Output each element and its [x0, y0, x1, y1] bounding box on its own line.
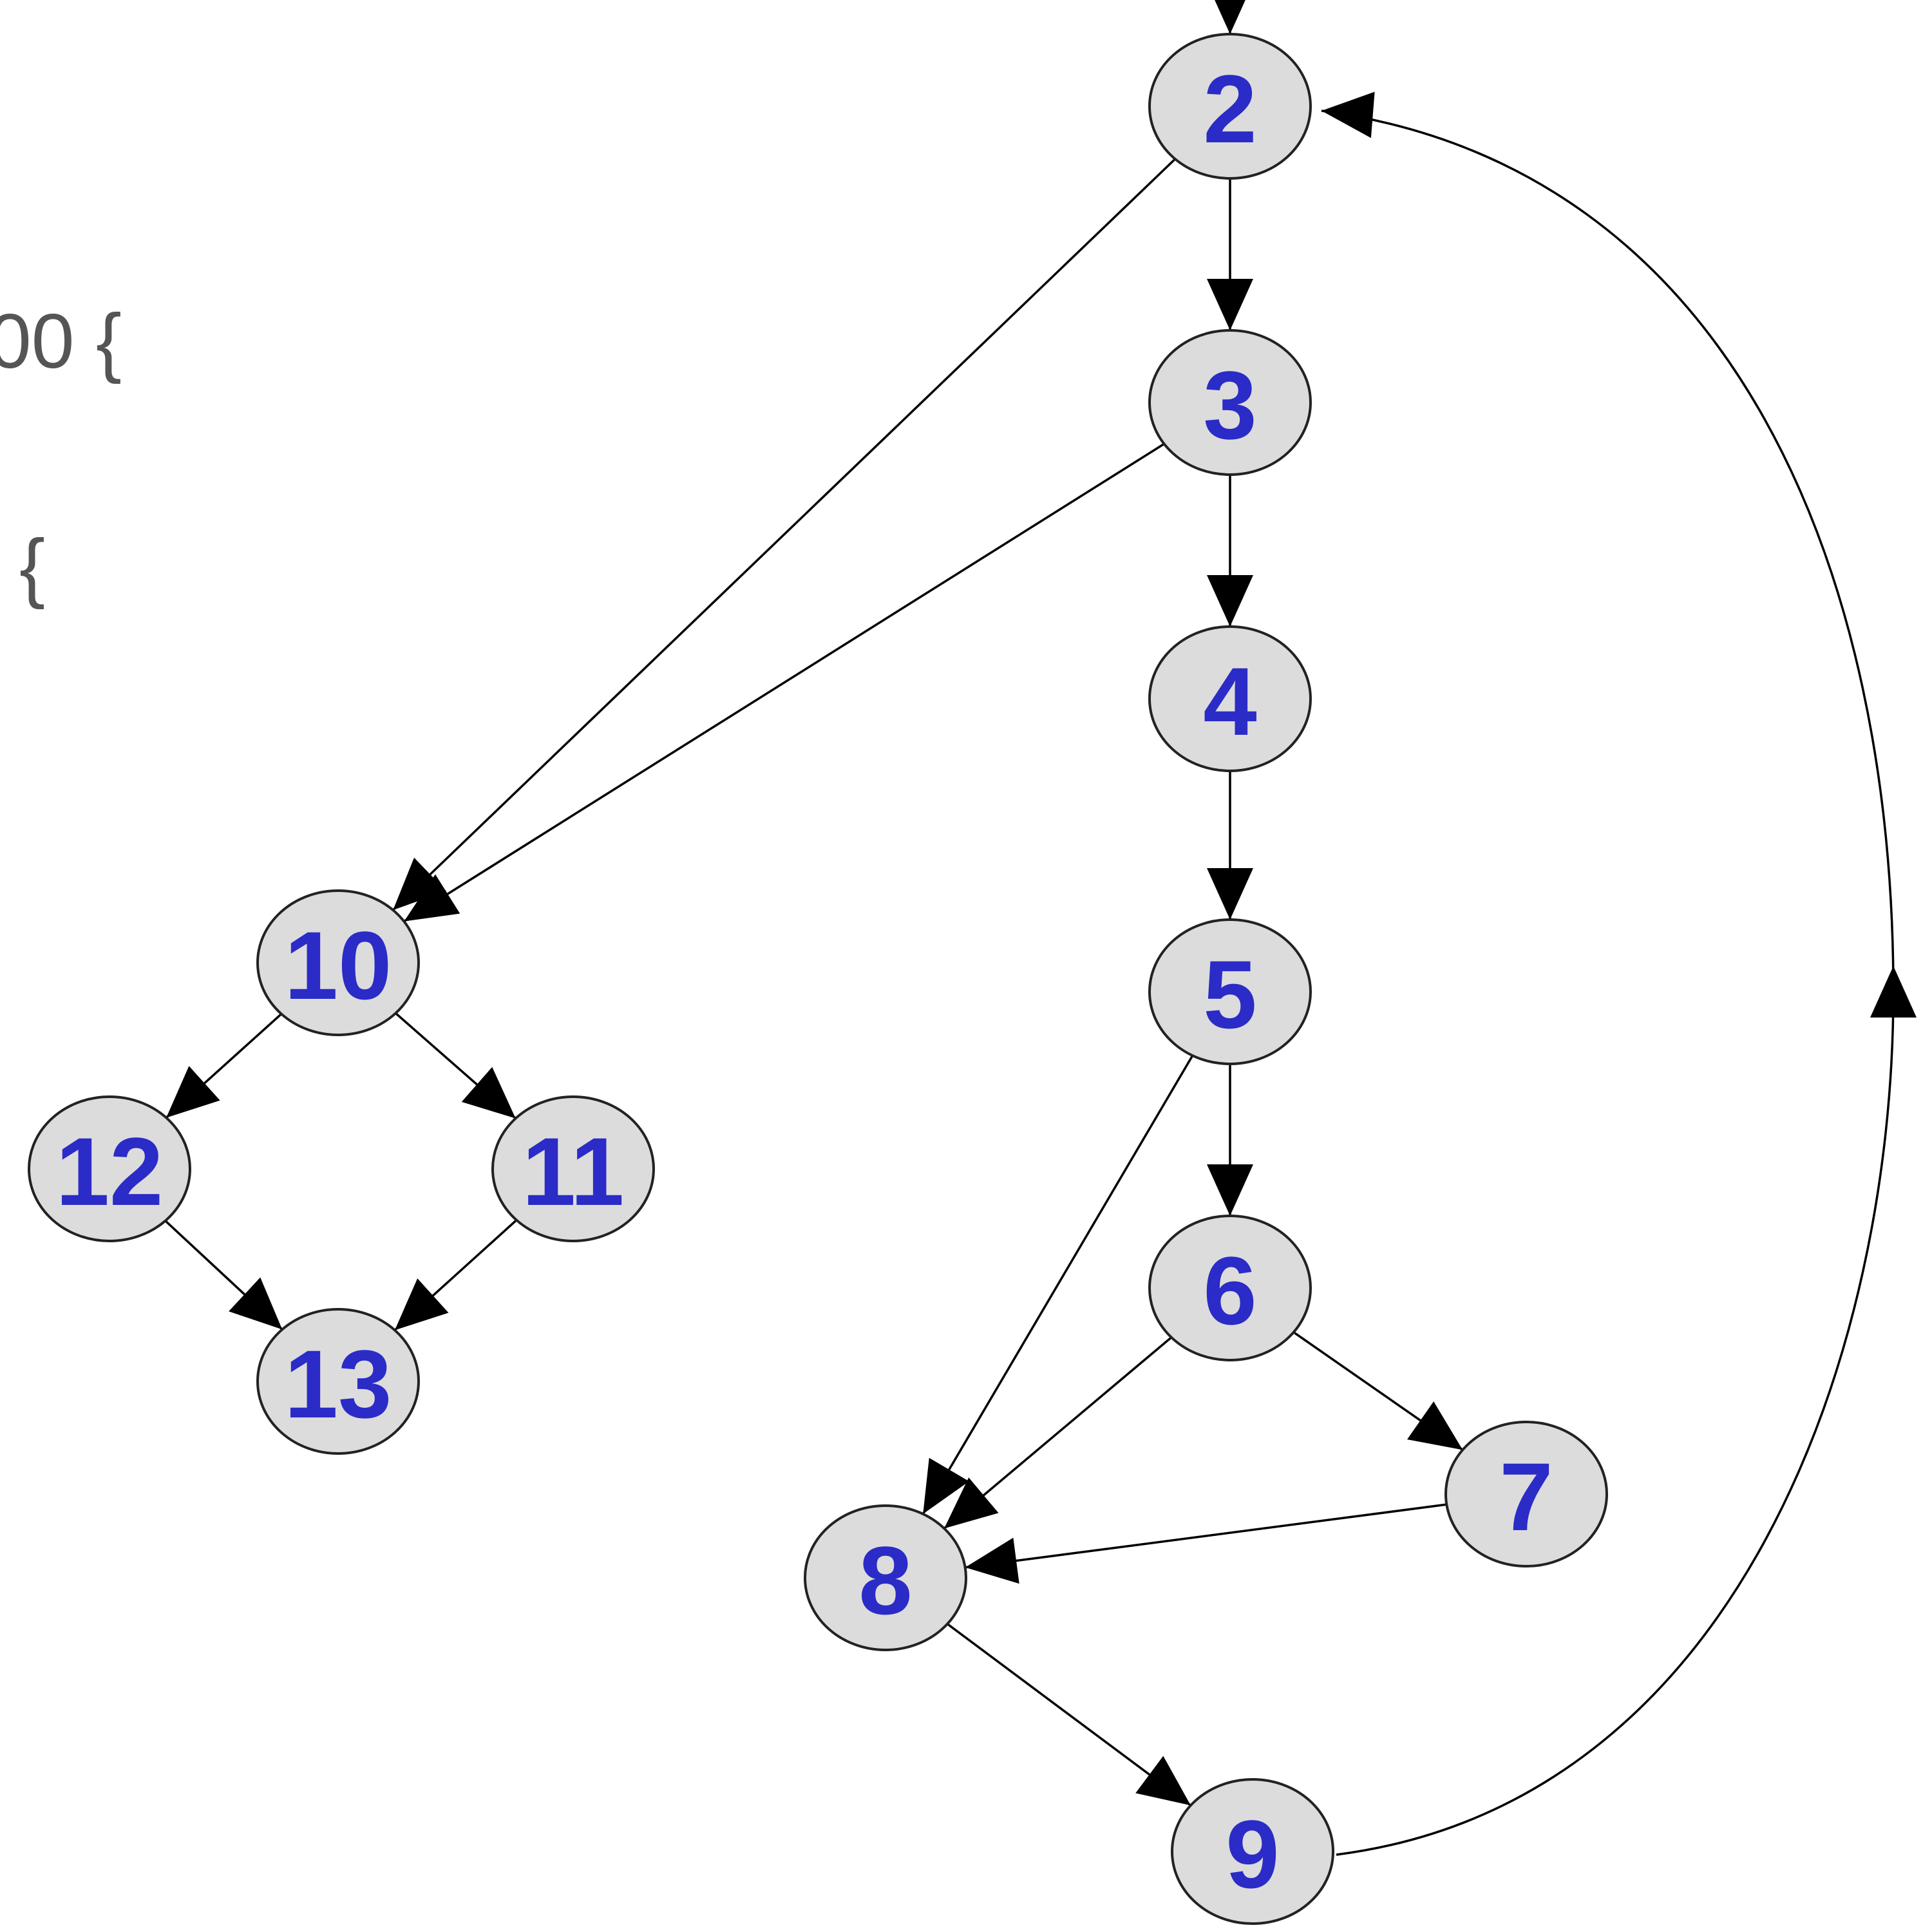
edge-3-to-10	[403, 442, 1165, 923]
node-5-label: 5	[1203, 940, 1256, 1048]
node-3-ellipse	[1148, 329, 1312, 476]
node-7-ellipse	[1444, 1421, 1608, 1567]
node-9: 9	[1171, 1778, 1334, 1925]
edge-7-to-8	[965, 1503, 1447, 1569]
edge-8-to-9-arrow	[1135, 1756, 1191, 1806]
node-3-label: 3	[1203, 351, 1256, 459]
edge-7-to-8-arrow	[965, 1537, 1019, 1584]
node-11: 11	[491, 1095, 655, 1242]
node-3: 3	[1148, 329, 1312, 476]
edge-6-to-8-arrow	[944, 1477, 999, 1529]
node-10-ellipse	[256, 889, 420, 1036]
edges-layer	[164, 0, 1917, 1856]
node-12: 12	[28, 1095, 191, 1242]
edge-4-to-5-arrow	[1207, 868, 1253, 920]
edge-9-to-2-arrow	[1321, 91, 1375, 138]
node-10-label: 10	[285, 911, 392, 1019]
node-7-label: 7	[1499, 1443, 1553, 1551]
edge-10-to-12-arrow	[166, 1066, 220, 1118]
node-12-ellipse	[28, 1095, 191, 1242]
node-2-label: 2	[1203, 55, 1256, 163]
node-4-ellipse	[1148, 625, 1312, 772]
node-9-ellipse	[1171, 1778, 1334, 1925]
node-13-label: 13	[285, 1330, 392, 1438]
edge-10-to-11-arrow	[461, 1066, 516, 1119]
edge-3-to-10-arrow	[404, 874, 460, 922]
node-2-ellipse	[1148, 33, 1312, 180]
node-12-label: 12	[56, 1117, 164, 1226]
node-13-ellipse	[256, 1308, 420, 1455]
edge-2-to-10	[392, 158, 1176, 911]
edge-5-to-8	[922, 1055, 1194, 1515]
node-9-label: 9	[1226, 1800, 1279, 1908]
code-fragment-2: {	[19, 524, 46, 610]
node-6-ellipse	[1148, 1215, 1312, 1361]
node-6-label: 6	[1203, 1236, 1256, 1345]
node-6: 6	[1148, 1215, 1312, 1361]
edge-entry-to-2-arrow	[1215, 0, 1245, 34]
nodes-layer: 2 3 4 5 6 7 8 9 10 11 12 13	[28, 33, 1608, 1925]
code-fragment-1: 00 {	[0, 298, 122, 384]
node-11-label: 11	[522, 1117, 625, 1226]
node-8-ellipse	[804, 1504, 967, 1651]
node-8: 8	[804, 1504, 967, 1651]
node-11-ellipse	[491, 1095, 655, 1242]
node-2: 2	[1148, 33, 1312, 180]
node-5-ellipse	[1148, 918, 1312, 1065]
edge-6-to-7-arrow	[1407, 1401, 1463, 1450]
edge-3-to-4-arrow	[1207, 575, 1253, 627]
node-5: 5	[1148, 918, 1312, 1065]
edge-2-to-3-arrow	[1207, 279, 1253, 330]
node-7: 7	[1444, 1421, 1608, 1567]
node-8-label: 8	[858, 1526, 912, 1634]
edge-11-to-13-arrow	[394, 1278, 449, 1331]
edge-5-to-6-arrow	[1207, 1164, 1253, 1216]
node-4-label: 4	[1203, 647, 1256, 755]
edge-12-to-13-arrow	[229, 1277, 283, 1330]
node-4: 4	[1148, 625, 1312, 772]
edge-2-to-10-arrow	[393, 857, 446, 911]
edge-5-to-8-arrow	[923, 1457, 969, 1514]
edge-9-to-2	[1321, 109, 1895, 1856]
node-13: 13	[256, 1308, 420, 1455]
node-10: 10	[256, 889, 420, 1036]
edge-9-to-2-mid-arrow	[1870, 966, 1917, 1018]
